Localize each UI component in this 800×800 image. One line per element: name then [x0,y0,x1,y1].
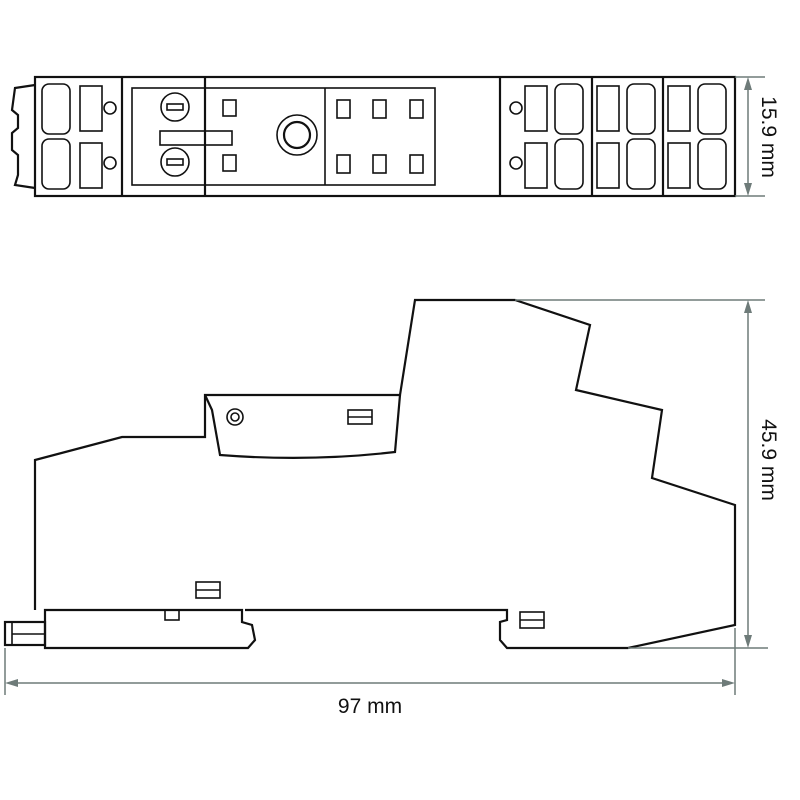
relay-cover [204,394,402,459]
din-rail-base [43,608,257,650]
dimension-height: 45.9 mm [515,299,780,649]
dimension-length-label: 97 mm [338,695,402,718]
top-outline [33,75,737,198]
dimension-width-label: 15.9 mm [757,96,780,178]
terminals-left [41,83,117,190]
terminals-right [509,77,727,196]
dimension-width: 15.9 mm [735,76,780,197]
dimension-length: 97 mm [4,628,736,718]
side-view [3,298,737,650]
top-view [10,75,737,198]
side-outline [33,298,737,650]
relay-pins [336,99,424,174]
din-clip-top [10,83,36,190]
dimension-height-label: 45.9 mm [757,419,780,501]
